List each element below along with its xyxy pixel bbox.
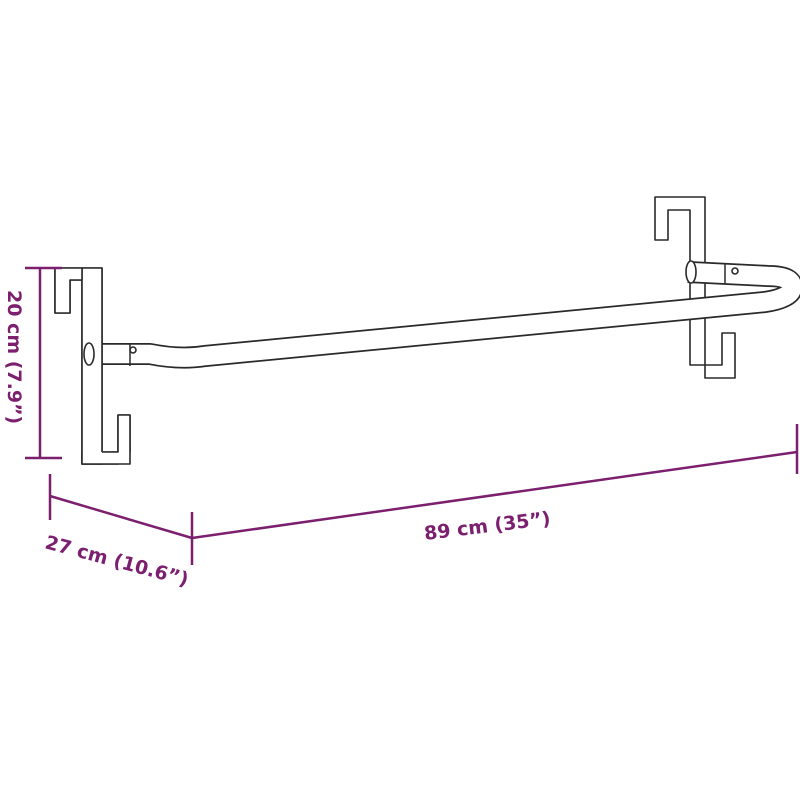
- depth-dimension: 27 cm (10.6”): [43, 474, 194, 591]
- left-bracket: [54, 267, 131, 465]
- width-dimension: 89 cm (35”): [191, 424, 799, 545]
- depth-label: 27 cm (10.6”): [43, 532, 191, 591]
- width-label: 89 cm (35”): [423, 508, 552, 545]
- right-bracket: [654, 196, 736, 379]
- rail-rod: [85, 260, 800, 369]
- height-dimension: 20 cm (7.9”): [3, 266, 62, 460]
- height-label: 20 cm (7.9”): [3, 290, 25, 424]
